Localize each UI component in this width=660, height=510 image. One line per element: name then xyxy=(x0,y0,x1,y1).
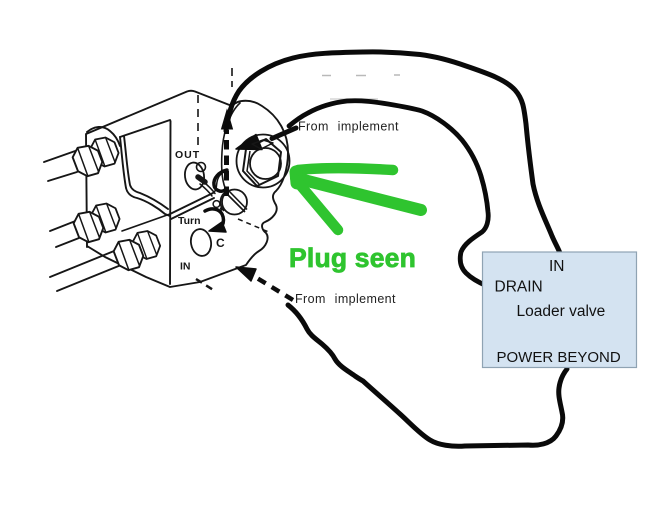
svg-text:From implement: From implement xyxy=(298,120,399,134)
svg-text:Turn: Turn xyxy=(178,215,201,227)
svg-text:POWER BEYOND: POWER BEYOND xyxy=(497,349,621,366)
svg-text:Plug seen: Plug seen xyxy=(289,243,416,273)
svg-text:DRAIN: DRAIN xyxy=(495,279,543,296)
svg-text:IN: IN xyxy=(549,258,565,275)
svg-text:C: C xyxy=(216,236,225,250)
svg-text:From implement: From implement xyxy=(295,292,396,306)
svg-text:Loader valve: Loader valve xyxy=(517,303,606,320)
svg-text:IN: IN xyxy=(180,261,191,273)
svg-text:OUT: OUT xyxy=(175,149,200,161)
